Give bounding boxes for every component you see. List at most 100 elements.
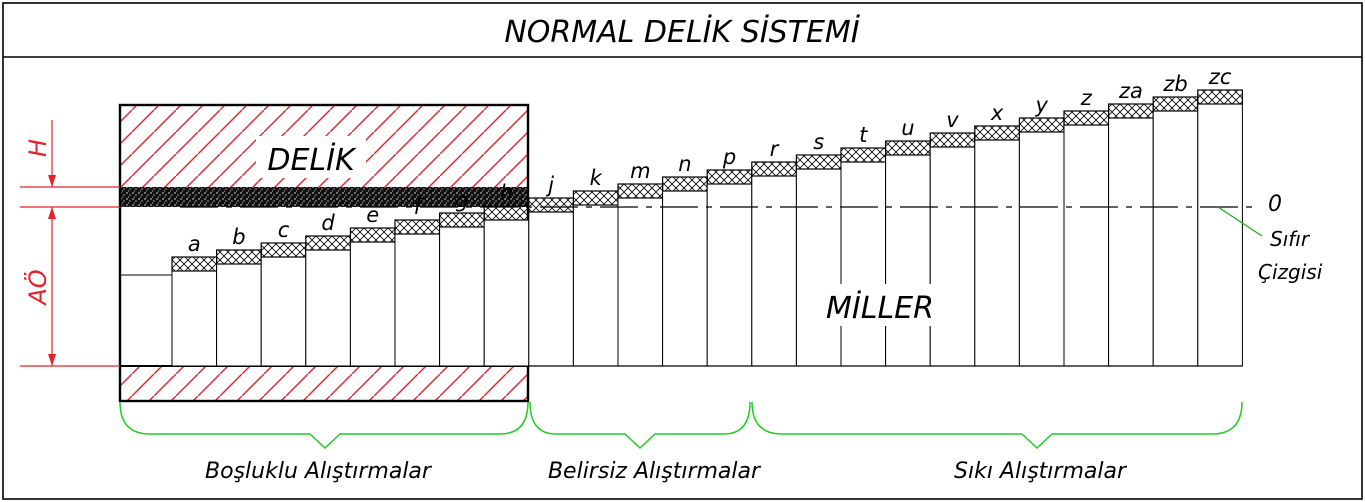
shaft-column-r: r (751, 137, 797, 367)
shaft-body-n (662, 190, 708, 367)
shaft-body-b (216, 263, 262, 367)
shaft-tolerance-band-b (216, 249, 262, 265)
shaft-letter-zb: zb (1162, 72, 1187, 96)
shaft-tolerance-band-r (751, 161, 797, 177)
dim-ao-top-arrowhead (48, 207, 56, 219)
shaft-column-p: p (706, 145, 753, 367)
shaft-letter-f: f (414, 195, 425, 219)
shaft-body-c (260, 256, 307, 367)
dim-ao-bottom-arrowhead (48, 354, 56, 366)
shaft-letter-v: v (946, 108, 959, 132)
shaft-letter-p: p (722, 145, 736, 169)
shaft-column-y: y (1018, 93, 1065, 367)
shaft-column-z: z (1063, 86, 1110, 367)
shaft-body-v (929, 146, 976, 367)
shaft-tolerance-band-e (349, 227, 396, 243)
shaft-letter-g: g (455, 188, 468, 212)
shaft-tolerance-band-x (974, 125, 1020, 141)
shaft-column-f: f (394, 195, 441, 367)
brace-transition-fits (529, 401, 751, 450)
dim-h-label: H (24, 139, 52, 157)
shaft-tolerance-band-s (795, 154, 842, 170)
shaft-tolerance-band-y (1018, 117, 1065, 133)
shaft-body-u (885, 154, 931, 367)
shaft-body-e (349, 241, 396, 367)
shaft-letter-z: z (1080, 86, 1093, 110)
shaft-tolerance-band-zc (1197, 89, 1244, 105)
shaft-column-x: x (974, 101, 1020, 367)
shaft-column-a: a (171, 232, 218, 367)
group-braces (119, 401, 1243, 450)
shaft-letter-j: j (545, 173, 554, 197)
shaft-tolerance-band-k (572, 190, 619, 206)
shaft-tolerance-band-f (394, 219, 441, 235)
zero-line-caption-1: Sıfır (1270, 227, 1311, 251)
shaft-letter-b: b (232, 225, 245, 249)
shaft-body-f (394, 233, 441, 367)
shaft-body-d (305, 249, 351, 367)
shaft-tolerance-band-c (260, 242, 307, 258)
shaft-body-zc (1197, 103, 1243, 367)
zero-line-leader (1217, 206, 1263, 237)
shaft-column-zc: zc (1197, 65, 1244, 367)
shaft-tolerance-band-za (1107, 103, 1154, 119)
shaft-letter-y: y (1034, 93, 1048, 117)
group-label-interference: Sıkı Alıştırmalar (954, 459, 1128, 484)
shaft-letter-m: m (630, 159, 650, 183)
shaft-tolerance-band-d (305, 235, 351, 251)
shaft-tolerance-band-zb (1152, 96, 1199, 112)
shaft-column-k: k (572, 166, 619, 367)
shaft-tolerance-band-g (439, 212, 485, 228)
shaft-column-t: t (840, 123, 887, 367)
shaft-column-j: j (528, 173, 574, 367)
shaft-letter-c: c (278, 218, 290, 242)
shaft-body-r (751, 175, 797, 367)
shaft-letter-za: za (1118, 79, 1143, 103)
shaft-column-c: c (260, 218, 307, 367)
shaft-letter-t: t (859, 123, 868, 147)
hole-label: DELİK (267, 142, 357, 178)
shaft-letter-zc: zc (1208, 65, 1232, 89)
shaft-tolerance-band-z (1063, 110, 1110, 126)
shaft-letter-s: s (813, 130, 824, 154)
shaft-body-j (528, 211, 574, 367)
dimension-annotations: H AÖ (20, 120, 120, 367)
shaft-body-k (572, 204, 619, 367)
shaft-tolerance-band-j (528, 197, 574, 213)
shaft-tolerance-band-h (483, 205, 530, 221)
shaft-body-za (1108, 117, 1154, 367)
shaft-column-za: za (1107, 79, 1154, 367)
shaft-body-z (1063, 124, 1110, 367)
zero-line-label: 0 (1268, 192, 1282, 217)
shaft-letter-u: u (901, 116, 914, 140)
shaft-tolerance-band-a (171, 256, 218, 272)
shaft-column-d: d (305, 211, 351, 367)
shaft-letter-e: e (366, 203, 379, 227)
shaft-letter-h: h (500, 181, 513, 205)
dim-ao-label: AÖ (23, 269, 52, 306)
shaft-column-b: b (216, 225, 262, 367)
shaft-tolerance-band-m (617, 183, 664, 199)
shaft-letter-r: r (770, 137, 780, 161)
shaft-label: MİLLER (826, 290, 934, 326)
hole-label-background (256, 136, 366, 178)
diagram-title: NORMAL DELİK SİSTEMİ (504, 14, 860, 50)
shaft-letter-k: k (590, 166, 603, 190)
shaft-body-g (439, 226, 485, 367)
shaft-column-h: h (483, 181, 530, 367)
group-label-clearance: Boşluklu Alıştırmalar (205, 459, 433, 484)
brace-clearance-fits (119, 401, 529, 450)
shaft-column-zb: zb (1152, 72, 1199, 367)
shaft-letter-n: n (678, 152, 691, 176)
shaft-tolerance-band-p (706, 169, 753, 185)
shaft-column-m: m (617, 159, 664, 367)
hole-tolerance-band (120, 187, 528, 207)
shaft-letter-d: d (321, 211, 335, 235)
shaft-column-u: u (884, 116, 931, 367)
shaft-body-x (974, 139, 1020, 367)
shaft-column-e: e (349, 203, 396, 367)
shaft-label-background (822, 284, 940, 326)
shaft-body-t (840, 161, 887, 367)
